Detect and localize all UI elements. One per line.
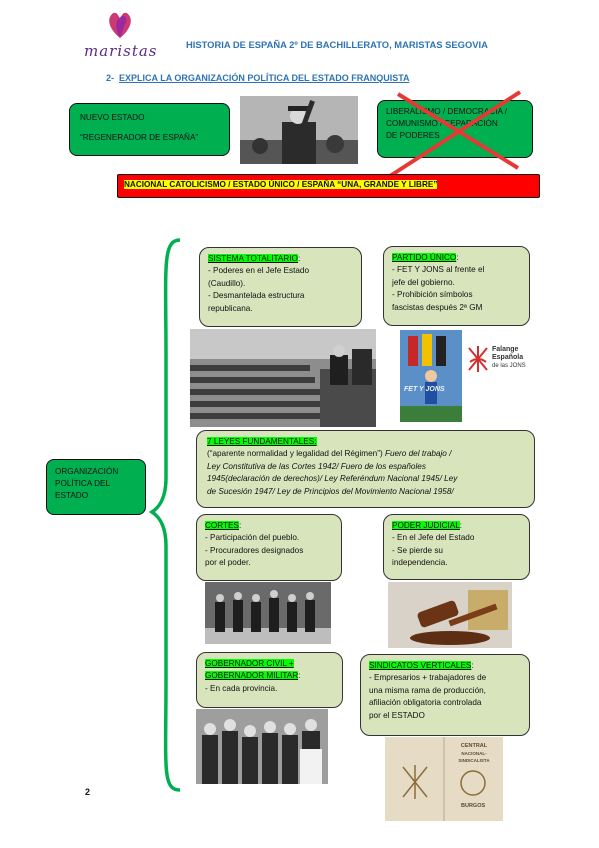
- nuevo-estado-box: NUEVO ESTADO “REGENERADOR DE ESPAÑA”: [69, 103, 230, 156]
- sindicatos-item: una misma rama de producción,: [369, 685, 486, 695]
- cortes-meeting-photo: [205, 582, 331, 644]
- poder-judicial-title: PODER JUDICIAL: [392, 521, 460, 530]
- sistema-item: republicana.: [208, 303, 253, 313]
- governors-group-photo: [196, 709, 328, 784]
- poster-caption: FET Y JONS: [404, 386, 445, 393]
- side-line1: ORGANIZACIÓN: [55, 467, 119, 476]
- sindicatos-title: SINDICATOS VERTICALES: [369, 661, 472, 670]
- leyes-line1: Fuero del trabajo /: [384, 449, 452, 459]
- page-header-title: HISTORIA DE ESPAÑA 2º DE BACHILLERATO, M…: [186, 39, 488, 50]
- leyes-line2: Ley Constitutiva de las Cortes 1942/ Fue…: [207, 461, 426, 471]
- sindicatos-item: por el ESTADO: [369, 710, 425, 720]
- sindicato-card-photo: CENTRAL NACIONAL-SINDICALISTA BURGOS: [385, 737, 503, 821]
- card-line3: BURGOS: [461, 803, 486, 809]
- fet-jons-poster: FET Y JONS: [400, 330, 462, 422]
- franco-salute-photo: [240, 96, 358, 164]
- sistema-totalitario-title: SISTEMA TOTALITARIO: [208, 254, 298, 263]
- falange-line1: Falange: [492, 346, 519, 353]
- cortes-title: CORTES: [205, 521, 239, 530]
- sindicatos-box: SINDICATOS VERTICALES: - Empresarios + t…: [360, 654, 530, 736]
- page-number: 2: [85, 787, 91, 797]
- sistema-item: (Caudillo).: [208, 278, 246, 288]
- card-line2: NACIONAL-SINDICALISTA: [458, 751, 490, 763]
- partido-unico-box: PARTIDO ÚNICO: - FET Y JONS al frente el…: [383, 246, 530, 326]
- organizacion-politica-box: ORGANIZACIÓN POLÍTICA DEL ESTADO: [46, 459, 146, 515]
- cortes-item: por el poder.: [205, 558, 251, 568]
- sindicatos-item: afiliación obligatoria controlada: [369, 698, 482, 708]
- leyes-line4: de Sucesión 1947/ Ley de Principios del …: [207, 486, 454, 496]
- rejected-line1: LIBERALISMO / DEMOCRACIA /: [386, 107, 508, 116]
- sindicatos-item: - Empresarios + trabajadores de: [369, 673, 487, 683]
- nuevo-estado-line1: NUEVO ESTADO: [80, 113, 145, 122]
- side-line2: POLÍTICA DEL: [55, 479, 111, 488]
- nuevo-estado-line2: “REGENERADOR DE ESPAÑA”: [80, 133, 199, 142]
- yoke-arrows-icon: [468, 346, 488, 372]
- sistema-item: - Poderes en el Jefe Estado: [208, 266, 310, 276]
- section-title-text: EXPLICA LA ORGANIZACIÓN POLÍTICA DEL EST…: [119, 73, 410, 83]
- leyes-line3: 1945(declaración de derechos)/ Ley Refer…: [207, 474, 458, 484]
- rejected-line2: COMUNISMO / SEPARACIÓN: [386, 119, 498, 128]
- gobernador-box: GOBERNADOR CIVIL + GOBERNADOR MILITAR: -…: [196, 652, 343, 708]
- section-title: 2- EXPLICA LA ORGANIZACIÓN POLÍTICA DEL …: [106, 73, 410, 83]
- falange-logo: Falange Española de las JONS: [467, 344, 537, 378]
- judicial-item: independencia.: [392, 558, 448, 568]
- falange-line3: de las JONS: [492, 363, 526, 369]
- military-parade-photo: [190, 329, 376, 427]
- cross-out-icon: [388, 90, 522, 178]
- poder-judicial-box: PODER JUDICIAL: - En el Jefe del Estado …: [383, 514, 530, 580]
- banner-text: NACIONAL CATOLICISMO / ESTADO ÚNICO / ES…: [124, 180, 438, 189]
- logo: maristas: [82, 8, 162, 63]
- cortes-box: CORTES: - Participación del pueblo. - Pr…: [196, 514, 342, 581]
- section-number: 2-: [106, 73, 115, 83]
- judicial-item: - Se pierde su: [392, 545, 443, 555]
- partido-unico-title: PARTIDO ÚNICO: [392, 253, 457, 262]
- partido-item: - Prohibición símbolos: [392, 290, 473, 300]
- judicial-item: - En el Jefe del Estado: [392, 533, 475, 543]
- partido-item: - FET Y JONS al frente el: [392, 265, 485, 275]
- gobernador-item: - En cada provincia.: [205, 683, 278, 693]
- leyes-lead: (“aparente normalidad y legalidad del Ré…: [207, 449, 383, 459]
- cortes-item: - Procuradores designados: [205, 545, 304, 555]
- logo-text: maristas: [84, 42, 158, 60]
- sistema-item: - Desmantelada estructura: [208, 291, 305, 301]
- gobernador-title1: GOBERNADOR CIVIL +: [205, 659, 294, 668]
- falange-line2: Española: [492, 354, 524, 361]
- rejected-line3: DE PODERES: [386, 131, 440, 140]
- side-line3: ESTADO: [55, 491, 89, 500]
- card-line1: CENTRAL: [460, 743, 488, 749]
- partido-item: jefe del gobierno.: [392, 277, 455, 287]
- sistema-totalitario-box: SISTEMA TOTALITARIO: - Poderes en el Jef…: [199, 247, 362, 327]
- logo-flower-icon: [109, 12, 131, 38]
- curly-brace-icon: [148, 238, 181, 792]
- nacional-catolicismo-banner: NACIONAL CATOLICISMO / ESTADO ÚNICO / ES…: [117, 174, 540, 198]
- cortes-item: - Participación del pueblo.: [205, 533, 300, 543]
- partido-item: fascistas después 2ª GM: [392, 302, 483, 312]
- leyes-fundamentales-box: 7 LEYES FUNDAMENTALES: (“aparente normal…: [196, 430, 535, 508]
- gobernador-title2: GOBERNADOR MILITAR: [205, 671, 299, 681]
- gavel-photo: [388, 582, 512, 648]
- leyes-title: 7 LEYES FUNDAMENTALES:: [207, 437, 317, 446]
